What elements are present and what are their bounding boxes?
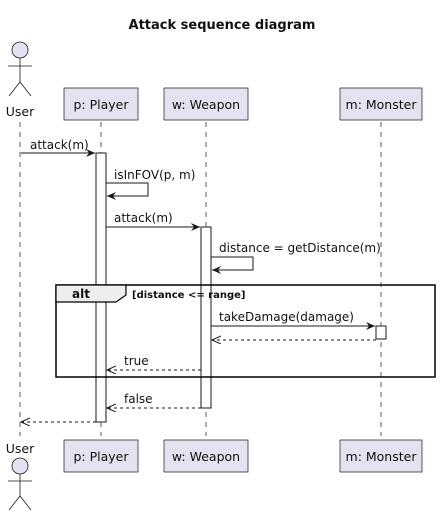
participant-weapon-bottom: w: Weapon	[163, 439, 249, 473]
participant-weapon-top: w: Weapon	[163, 87, 249, 121]
diagram-title: Attack sequence diagram	[129, 18, 316, 33]
participant-player-top: p: Player	[63, 87, 139, 121]
actor-user-top: User	[6, 41, 35, 119]
alt-tab	[55, 284, 127, 303]
alt-keyword: alt	[72, 287, 90, 301]
participant-user-label-top: User	[6, 104, 35, 119]
alt-frame: alt [distance <= range]	[55, 284, 436, 378]
message-attack-player-label: attack(m)	[30, 138, 89, 152]
message-is-in-fov-arrow	[106, 182, 149, 200]
participant-weapon-label-top: w: Weapon	[172, 97, 240, 112]
return-false-label: false	[124, 392, 153, 406]
message-attack-weapon-label: attack(m)	[114, 211, 173, 225]
actor-user-bottom: User	[6, 441, 35, 511]
message-get-distance-arrow	[211, 256, 254, 274]
activation-monster	[375, 325, 387, 340]
participant-monster-top: m: Monster	[339, 87, 423, 121]
participant-monster-bottom: m: Monster	[339, 439, 423, 473]
alt-guard: [distance <= range]	[132, 290, 246, 301]
message-take-damage-label: takeDamage(damage)	[219, 310, 354, 324]
message-is-in-fov-label: isInFOV(p, m)	[114, 168, 195, 182]
message-get-distance-label: distance = getDistance(m)	[219, 241, 381, 255]
participant-player-label-top: p: Player	[73, 97, 129, 112]
participant-weapon-label-bottom: w: Weapon	[172, 449, 240, 464]
actor-head	[11, 41, 29, 59]
participant-monster-label-top: m: Monster	[346, 97, 418, 112]
return-true-label: true	[124, 354, 149, 368]
activation-weapon	[200, 226, 212, 409]
actor-head	[11, 457, 29, 475]
participant-monster-label-bottom: m: Monster	[346, 449, 418, 464]
participant-player-bottom: p: Player	[63, 439, 139, 473]
participant-user-label-bottom: User	[6, 441, 35, 456]
participant-player-label-bottom: p: Player	[73, 449, 129, 464]
